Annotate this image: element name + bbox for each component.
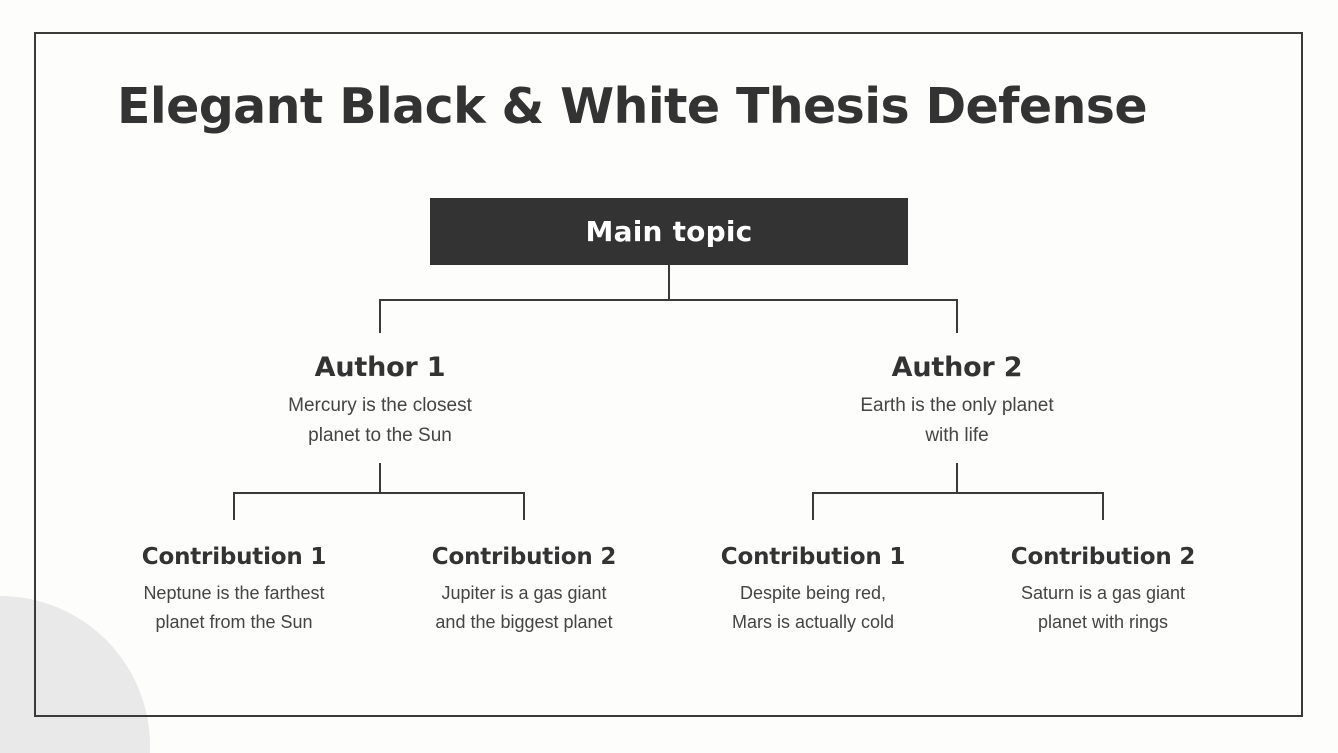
connector-author-2-stem: [956, 463, 958, 493]
connector-level2-bus-left: [233, 492, 525, 494]
contribution-node-1[interactable]: Contribution 1 Neptune is the farthest p…: [98, 544, 370, 637]
connector-level1-bus: [380, 299, 958, 301]
contribution-2-title: Contribution 2: [431, 544, 617, 570]
contribution-4-title: Contribution 2: [1010, 544, 1196, 570]
connector-drop-left-contribution-1: [233, 492, 235, 520]
connector-drop-right-contribution-2: [1102, 492, 1104, 520]
contribution-2-description: Jupiter is a gas giant and the biggest p…: [435, 583, 613, 632]
author-2-title: Author 2: [891, 352, 1023, 383]
contribution-4-description: Saturn is a gas giant planet with rings: [1020, 583, 1186, 632]
contribution-1-title: Contribution 1: [141, 544, 327, 570]
contribution-3-description: Despite being red, Mars is actually cold: [731, 583, 895, 632]
contribution-3-title: Contribution 1: [720, 544, 906, 570]
author-2-description: Earth is the only planet with life: [860, 395, 1054, 447]
contribution-node-3[interactable]: Contribution 1 Despite being red, Mars i…: [677, 544, 949, 637]
connector-author-1-stem: [379, 463, 381, 493]
contribution-node-2[interactable]: Contribution 2 Jupiter is a gas giant an…: [388, 544, 660, 637]
main-topic-label: Main topic: [585, 215, 753, 248]
contribution-node-4[interactable]: Contribution 2 Saturn is a gas giant pla…: [967, 544, 1239, 637]
contribution-1-description: Neptune is the farthest planet from the …: [143, 583, 325, 632]
connector-root-stem: [668, 265, 670, 301]
page-title: Elegant Black & White Thesis Defense: [117, 78, 1148, 135]
connector-drop-right-contribution-1: [812, 492, 814, 520]
author-2-node[interactable]: Author 2 Earth is the only planet with l…: [807, 352, 1107, 452]
author-1-description: Mercury is the closest planet to the Sun: [288, 395, 472, 447]
connector-drop-left-contribution-2: [523, 492, 525, 520]
main-topic-node[interactable]: Main topic: [430, 198, 908, 265]
connector-drop-author-2: [956, 299, 958, 333]
slide-frame-border: [34, 32, 1303, 717]
author-1-title: Author 1: [314, 352, 446, 383]
connector-level2-bus-right: [812, 492, 1104, 494]
author-1-node[interactable]: Author 1 Mercury is the closest planet t…: [230, 352, 530, 452]
connector-drop-author-1: [379, 299, 381, 333]
